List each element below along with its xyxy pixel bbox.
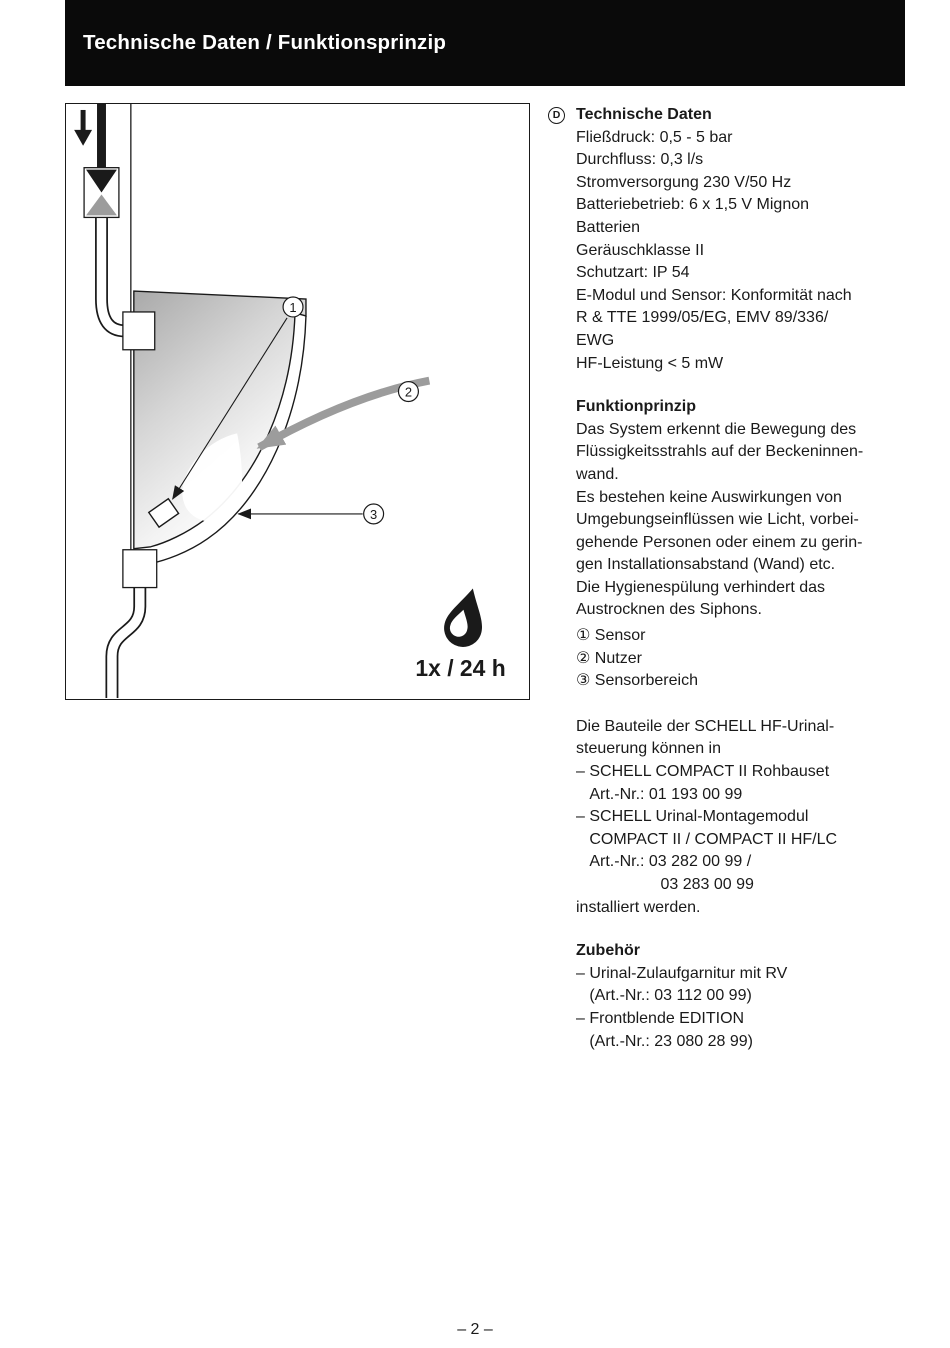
svg-text:2: 2 <box>405 385 412 400</box>
language-marker: D <box>548 107 565 124</box>
section-technische-daten: Technische Daten Fließdruck: 0,5 - 5 bar… <box>576 104 920 375</box>
inlet-connection <box>122 311 156 351</box>
svg-text:1: 1 <box>289 300 296 315</box>
zubehoer-lines: – Urinal-Zulaufgarnitur mit RV (Art.-Nr.… <box>576 964 788 1050</box>
flush-frequency-label: 1x / 24 h <box>415 655 505 681</box>
water-drop-icon <box>444 588 482 647</box>
sensor-symbol <box>147 497 180 529</box>
inlet-pipe <box>95 213 126 338</box>
drain-connection <box>122 549 158 589</box>
header-bar: Technische Daten / Funktionsprinzip <box>65 0 905 86</box>
leader-line-1 <box>172 317 288 500</box>
urinal-diagram: 1 2 3 1x / 24 h <box>74 104 506 698</box>
page-number: – 2 – <box>457 1321 493 1338</box>
tech-lines: Fließdruck: 0,5 - 5 bar Durchfluss: 0,3 … <box>576 128 852 372</box>
tech-heading: Technische Daten <box>576 106 712 123</box>
zubehoer-heading: Zubehör <box>576 942 640 960</box>
section-bauteile: Die Bauteile der SCHELL HF-Urinal- steue… <box>576 716 920 919</box>
funktion-lines: Das System erkennt die Bewegung des Flüs… <box>576 420 864 619</box>
svg-text:3: 3 <box>370 507 377 522</box>
flow-direction-arrow-icon <box>74 109 93 146</box>
section-funktionsprinzip: Funktionprinzip Das System erkennt die B… <box>576 396 920 693</box>
bauteile-lines: Die Bauteile der SCHELL HF-Urinal- steue… <box>576 717 838 916</box>
text-column-inner: Technische Daten Fließdruck: 0,5 - 5 bar… <box>576 104 920 1053</box>
callout-3: 3 <box>363 503 385 525</box>
callout-1: 1 <box>282 296 304 318</box>
valve-icon <box>83 167 120 219</box>
drain-pipe <box>105 571 147 698</box>
section-zubehoer: Zubehör – Urinal-Zulaufgarnitur mit RV (… <box>576 940 920 1053</box>
diagram-legend: ① Sensor ② Nutzer ③ Sensorbereich <box>576 627 698 690</box>
diagram-panel: 1 2 3 1x / 24 h <box>65 103 530 700</box>
page-title: Technische Daten / Funktionsprinzip <box>83 31 447 54</box>
callout-2: 2 <box>397 381 419 403</box>
text-column: D Technische Daten Fließdruck: 0,5 - 5 b… <box>548 104 920 1053</box>
funktion-heading: Funktionprinzip <box>576 398 696 416</box>
supply-pipe <box>97 104 106 168</box>
